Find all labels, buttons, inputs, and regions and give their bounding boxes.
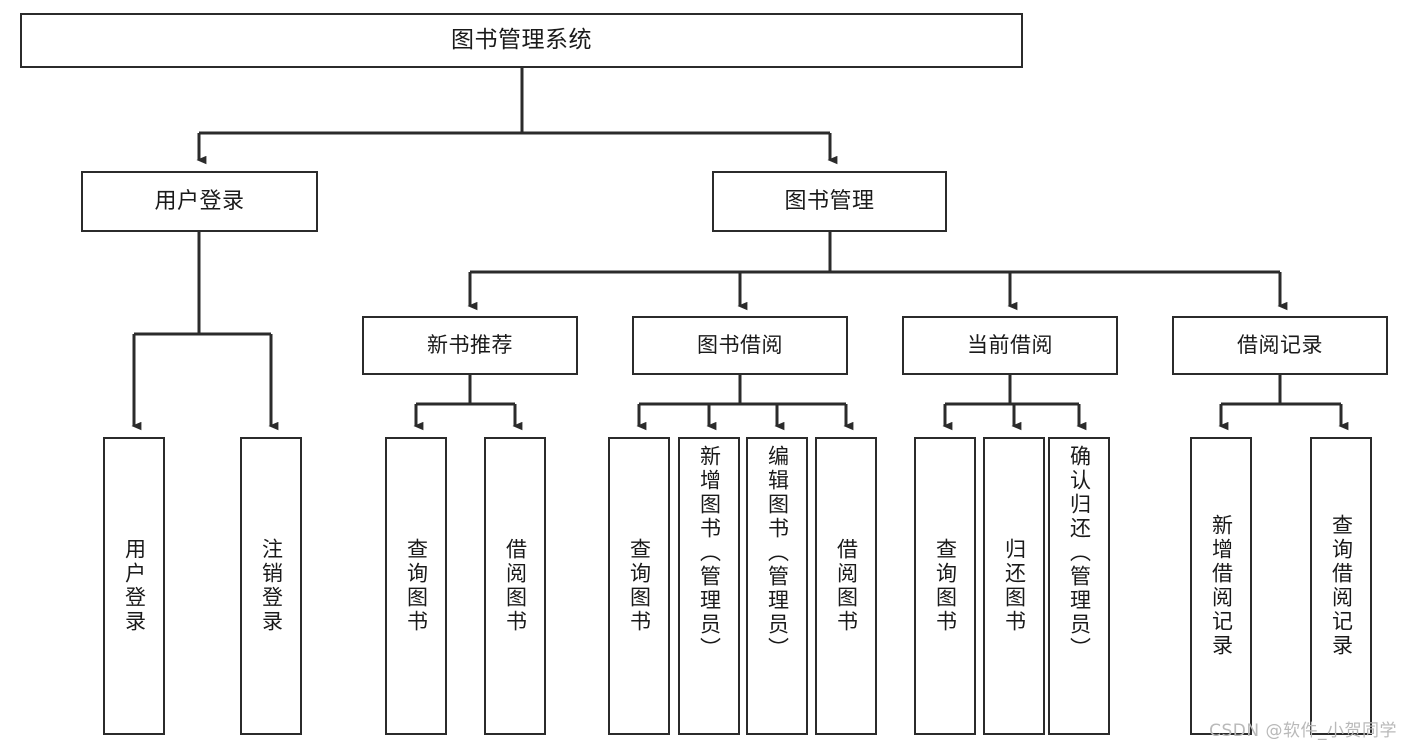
node-leaf-add-book-label: 新增图书（管理员） xyxy=(697,445,722,661)
node-leaf-confirm-return-label: 确认归还（管理员） xyxy=(1067,445,1092,661)
node-leaf-query-book-1[interactable]: 查询图书 xyxy=(385,437,447,735)
node-leaf-query-record-label: 查询借阅记录 xyxy=(1329,514,1354,658)
node-leaf-return-book-label: 归还图书 xyxy=(1002,538,1027,634)
node-book-borrow[interactable]: 图书借阅 xyxy=(632,316,848,375)
node-leaf-logout-label: 注销登录 xyxy=(259,538,284,634)
node-leaf-confirm-return[interactable]: 确认归还（管理员） xyxy=(1048,437,1110,735)
node-leaf-edit-book-label: 编辑图书（管理员） xyxy=(765,445,790,661)
node-leaf-query-book-2[interactable]: 查询图书 xyxy=(608,437,670,735)
node-current-borrow[interactable]: 当前借阅 xyxy=(902,316,1118,375)
node-borrow-record[interactable]: 借阅记录 xyxy=(1172,316,1388,375)
node-leaf-borrow-book-1[interactable]: 借阅图书 xyxy=(484,437,546,735)
node-leaf-borrow-book-2-label: 借阅图书 xyxy=(834,538,859,634)
node-leaf-add-record-label: 新增借阅记录 xyxy=(1209,514,1234,658)
node-leaf-add-book[interactable]: 新增图书（管理员） xyxy=(678,437,740,735)
node-leaf-user-login-label: 用户登录 xyxy=(122,538,147,634)
node-book-manage-label: 图书管理 xyxy=(784,188,875,214)
node-book-borrow-label: 图书借阅 xyxy=(697,333,783,358)
node-user-login[interactable]: 用户登录 xyxy=(81,171,318,232)
node-new-book-rec[interactable]: 新书推荐 xyxy=(362,316,578,375)
node-leaf-logout[interactable]: 注销登录 xyxy=(240,437,302,735)
node-leaf-query-record[interactable]: 查询借阅记录 xyxy=(1310,437,1372,735)
node-leaf-user-login[interactable]: 用户登录 xyxy=(103,437,165,735)
node-borrow-record-label: 借阅记录 xyxy=(1237,333,1323,358)
node-current-borrow-label: 当前借阅 xyxy=(967,333,1053,358)
node-root[interactable]: 图书管理系统 xyxy=(20,13,1023,68)
node-leaf-query-book-1-label: 查询图书 xyxy=(404,538,429,634)
node-leaf-borrow-book-2[interactable]: 借阅图书 xyxy=(815,437,877,735)
node-leaf-return-book[interactable]: 归还图书 xyxy=(983,437,1045,735)
node-book-manage[interactable]: 图书管理 xyxy=(712,171,947,232)
node-leaf-query-book-3-label: 查询图书 xyxy=(933,538,958,634)
node-user-login-label: 用户登录 xyxy=(154,188,245,214)
node-leaf-borrow-book-1-label: 借阅图书 xyxy=(503,538,528,634)
node-root-label: 图书管理系统 xyxy=(451,26,592,53)
node-leaf-query-book-3[interactable]: 查询图书 xyxy=(914,437,976,735)
node-leaf-query-book-2-label: 查询图书 xyxy=(627,538,652,634)
csdn-watermark: CSDN @软件_小贺同学 xyxy=(1209,721,1397,741)
node-leaf-add-record[interactable]: 新增借阅记录 xyxy=(1190,437,1252,735)
node-new-book-rec-label: 新书推荐 xyxy=(427,333,513,358)
node-leaf-edit-book[interactable]: 编辑图书（管理员） xyxy=(746,437,808,735)
